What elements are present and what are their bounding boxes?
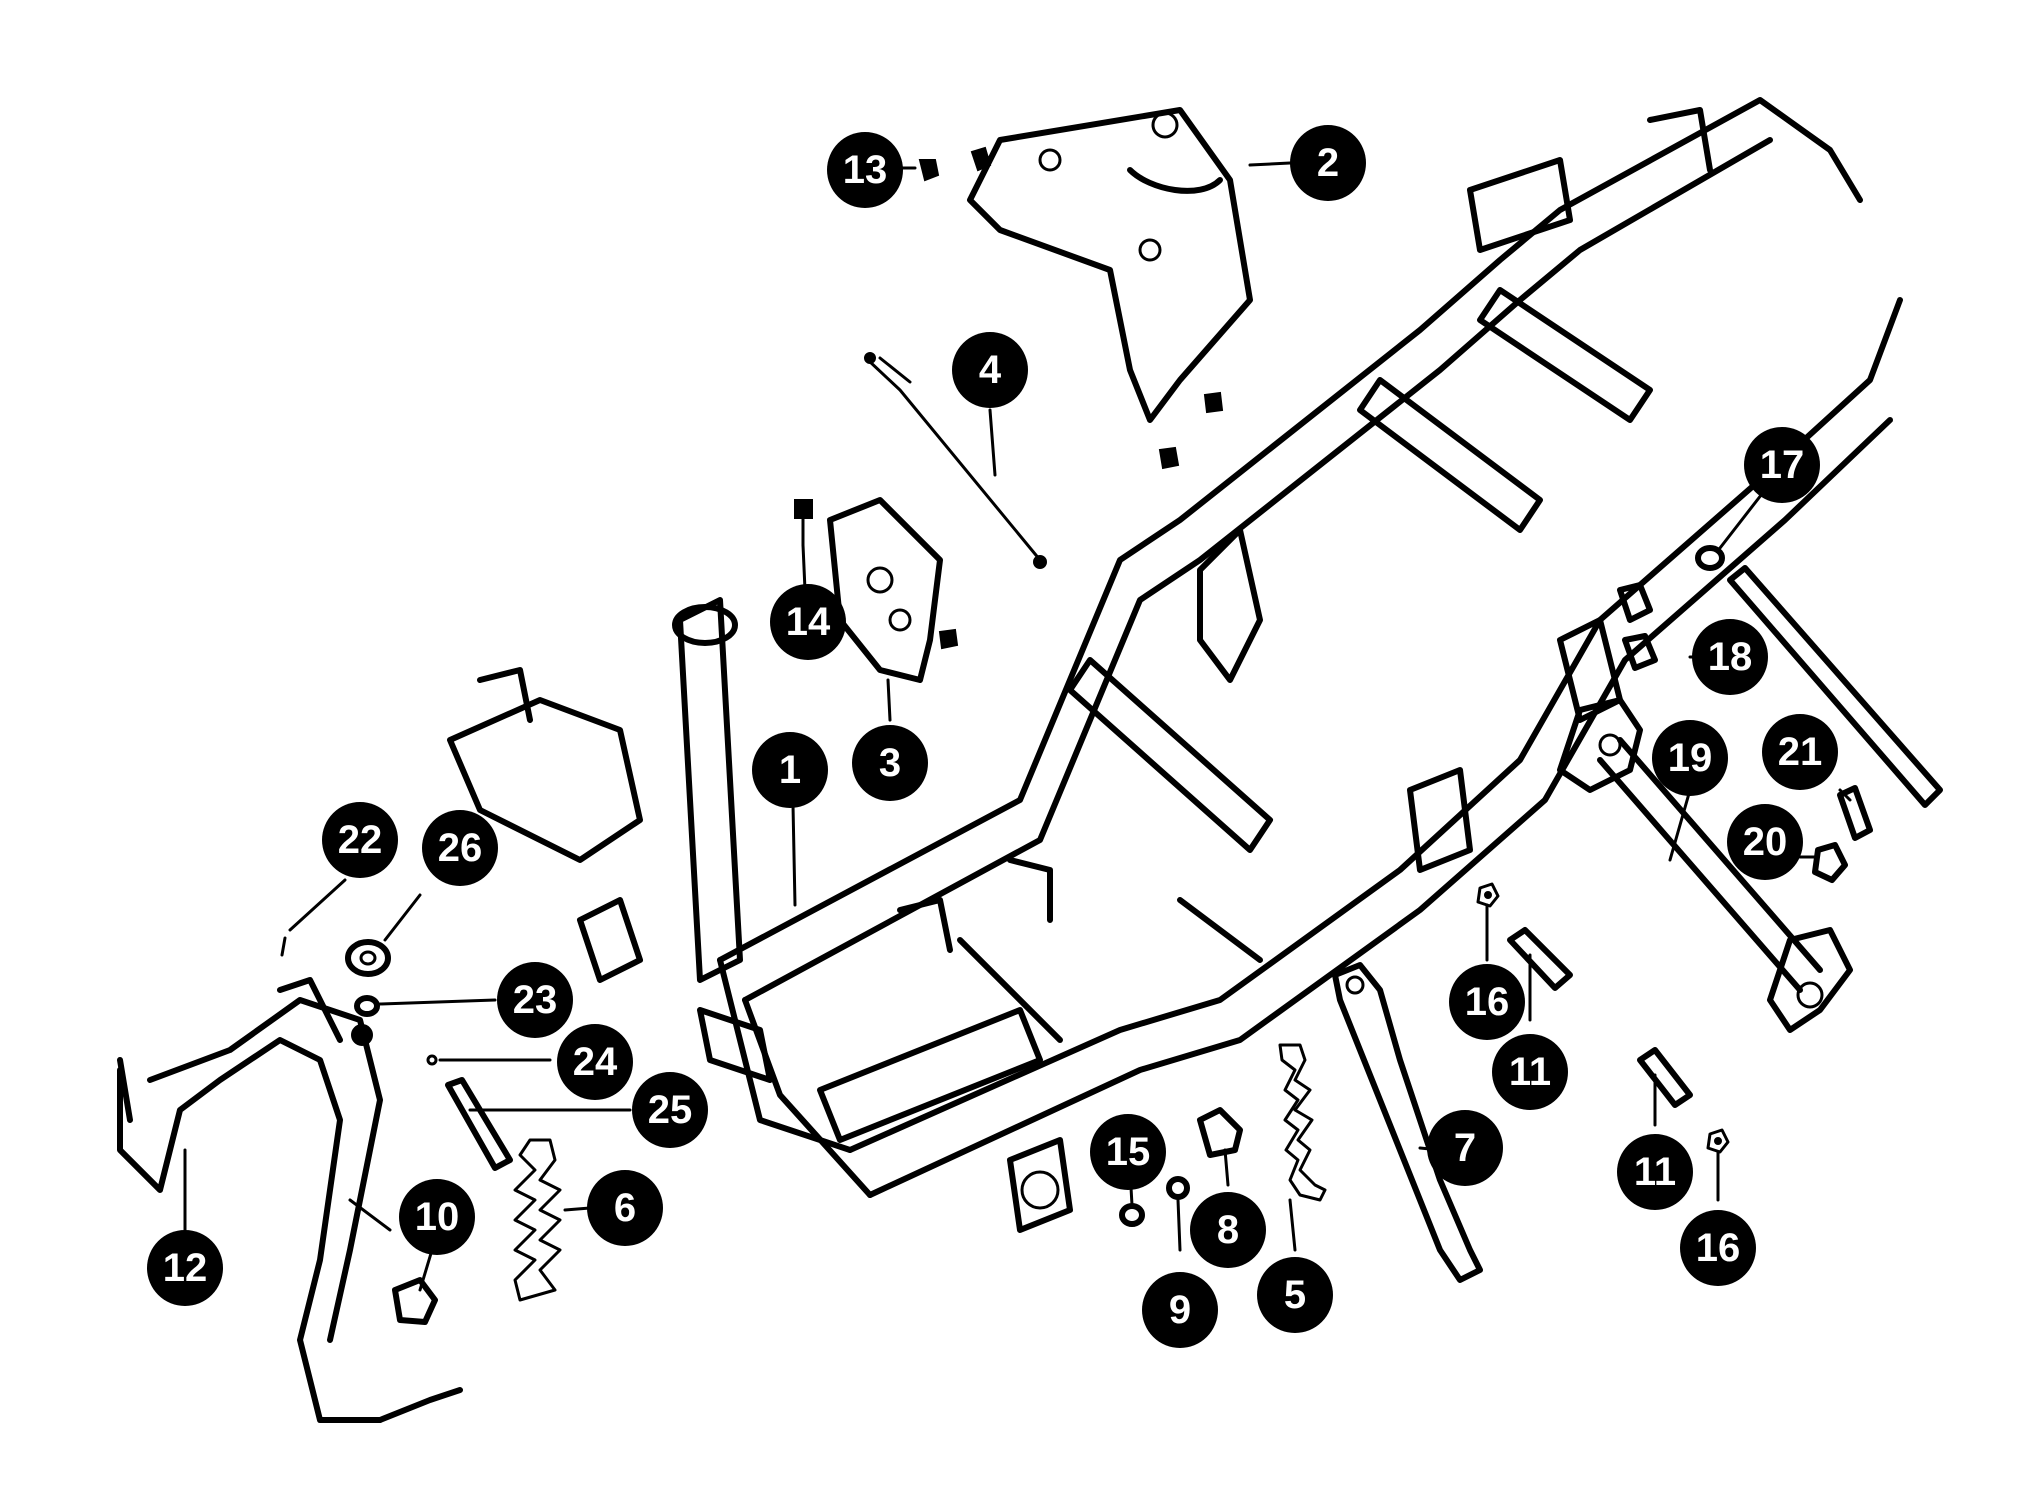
callout-label: 7	[1454, 1126, 1476, 1170]
cable-4	[864, 352, 1047, 569]
bolt-11b	[1637, 1047, 1693, 1108]
callout-label: 2	[1317, 141, 1339, 185]
callout-3: 3	[852, 725, 928, 801]
callout-label: 11	[1509, 1050, 1551, 1094]
callout-25: 25	[632, 1072, 708, 1148]
callout-label: 4	[979, 348, 1002, 392]
spring-6	[513, 1138, 562, 1302]
plate-nut	[938, 628, 959, 650]
callout-label: 25	[648, 1088, 693, 1132]
bracket-nut	[1158, 446, 1180, 470]
stopper-10	[392, 1277, 438, 1325]
bushing-20	[1812, 842, 1848, 883]
callout-label: 19	[1668, 736, 1713, 780]
callout-5: 5	[1257, 1257, 1333, 1333]
callout-11b: 11	[1617, 1134, 1693, 1210]
callout-label: 16	[1465, 980, 1510, 1024]
callout-21: 21	[1762, 714, 1838, 790]
callout-label: 11	[1634, 1150, 1676, 1194]
shaft-25	[445, 1077, 513, 1171]
callout-label: 9	[1169, 1288, 1191, 1332]
callout-label: 24	[573, 1040, 618, 1084]
callout-label: 1	[779, 748, 801, 792]
callout-12: 12	[147, 1230, 223, 1306]
callout-15: 15	[1090, 1114, 1166, 1190]
callout-6: 6	[587, 1170, 663, 1246]
callout-18: 18	[1692, 619, 1768, 695]
callout-label: 22	[338, 818, 383, 862]
bracket-8	[1197, 1107, 1243, 1158]
nut-17	[1695, 545, 1725, 571]
washer-15	[1119, 1203, 1145, 1227]
spring-5	[1278, 1043, 1327, 1202]
callout-4: 4	[952, 332, 1028, 408]
callout-label: 5	[1284, 1273, 1306, 1317]
callout-20: 20	[1727, 804, 1803, 880]
main-frame	[447, 97, 1903, 1233]
bolt-18	[1727, 565, 1943, 808]
callout-23: 23	[497, 962, 573, 1038]
callout-26: 26	[422, 810, 498, 886]
bracket-nut-2	[1203, 391, 1224, 414]
callout-label: 14	[786, 600, 831, 644]
upper-bracket	[967, 107, 1253, 423]
callout-label: 12	[163, 1246, 208, 1290]
callout-9: 9	[1142, 1272, 1218, 1348]
nut-16a	[1476, 882, 1500, 908]
nut-9	[1166, 1176, 1190, 1200]
bolt-11a	[1507, 927, 1573, 991]
callout-label: 18	[1708, 635, 1753, 679]
center-stand-12	[117, 977, 463, 1423]
callout-label: 13	[843, 148, 888, 192]
callout-14: 14	[770, 584, 846, 660]
side-stand-7	[1332, 962, 1483, 1283]
callout-label: 10	[415, 1195, 460, 1239]
bolt-14	[794, 499, 813, 547]
callout-label: 6	[614, 1186, 636, 1230]
callout-label: 23	[513, 978, 558, 1022]
callout-label: 21	[1778, 730, 1823, 774]
bushing-upper	[1617, 582, 1653, 623]
screw-13	[918, 146, 992, 182]
nut-23	[354, 995, 380, 1017]
callout-10: 10	[399, 1179, 475, 1255]
callout-label: 8	[1217, 1208, 1239, 1252]
callout-17: 17	[1744, 427, 1820, 503]
callout-24: 24	[557, 1024, 633, 1100]
bushing-mid	[1622, 633, 1658, 671]
callout-label: 20	[1743, 820, 1788, 864]
callout-22: 22	[322, 802, 398, 878]
nut-16b	[1706, 1128, 1730, 1154]
callout-16a: 16	[1449, 964, 1525, 1040]
plate-3	[827, 497, 943, 683]
callout-1: 1	[752, 732, 828, 808]
callout-8: 8	[1190, 1192, 1266, 1268]
link-19	[1557, 697, 1853, 1033]
clip-24	[426, 1054, 438, 1066]
leader-lines	[183, 161, 1852, 1292]
callout-13: 13	[827, 132, 903, 208]
callout-label: 17	[1760, 443, 1805, 487]
callout-label: 16	[1696, 1226, 1741, 1270]
pin-22	[280, 936, 287, 957]
callout-2: 2	[1290, 125, 1366, 201]
callout-19: 19	[1652, 720, 1728, 796]
bushing-21	[1837, 785, 1873, 841]
callout-7: 7	[1427, 1110, 1503, 1186]
callout-label: 3	[879, 741, 901, 785]
callout-label: 15	[1106, 1130, 1151, 1174]
washer-26	[345, 939, 391, 977]
callout-11a: 11	[1492, 1034, 1568, 1110]
callout-label: 26	[438, 826, 483, 870]
callout-16b: 16	[1680, 1210, 1756, 1286]
